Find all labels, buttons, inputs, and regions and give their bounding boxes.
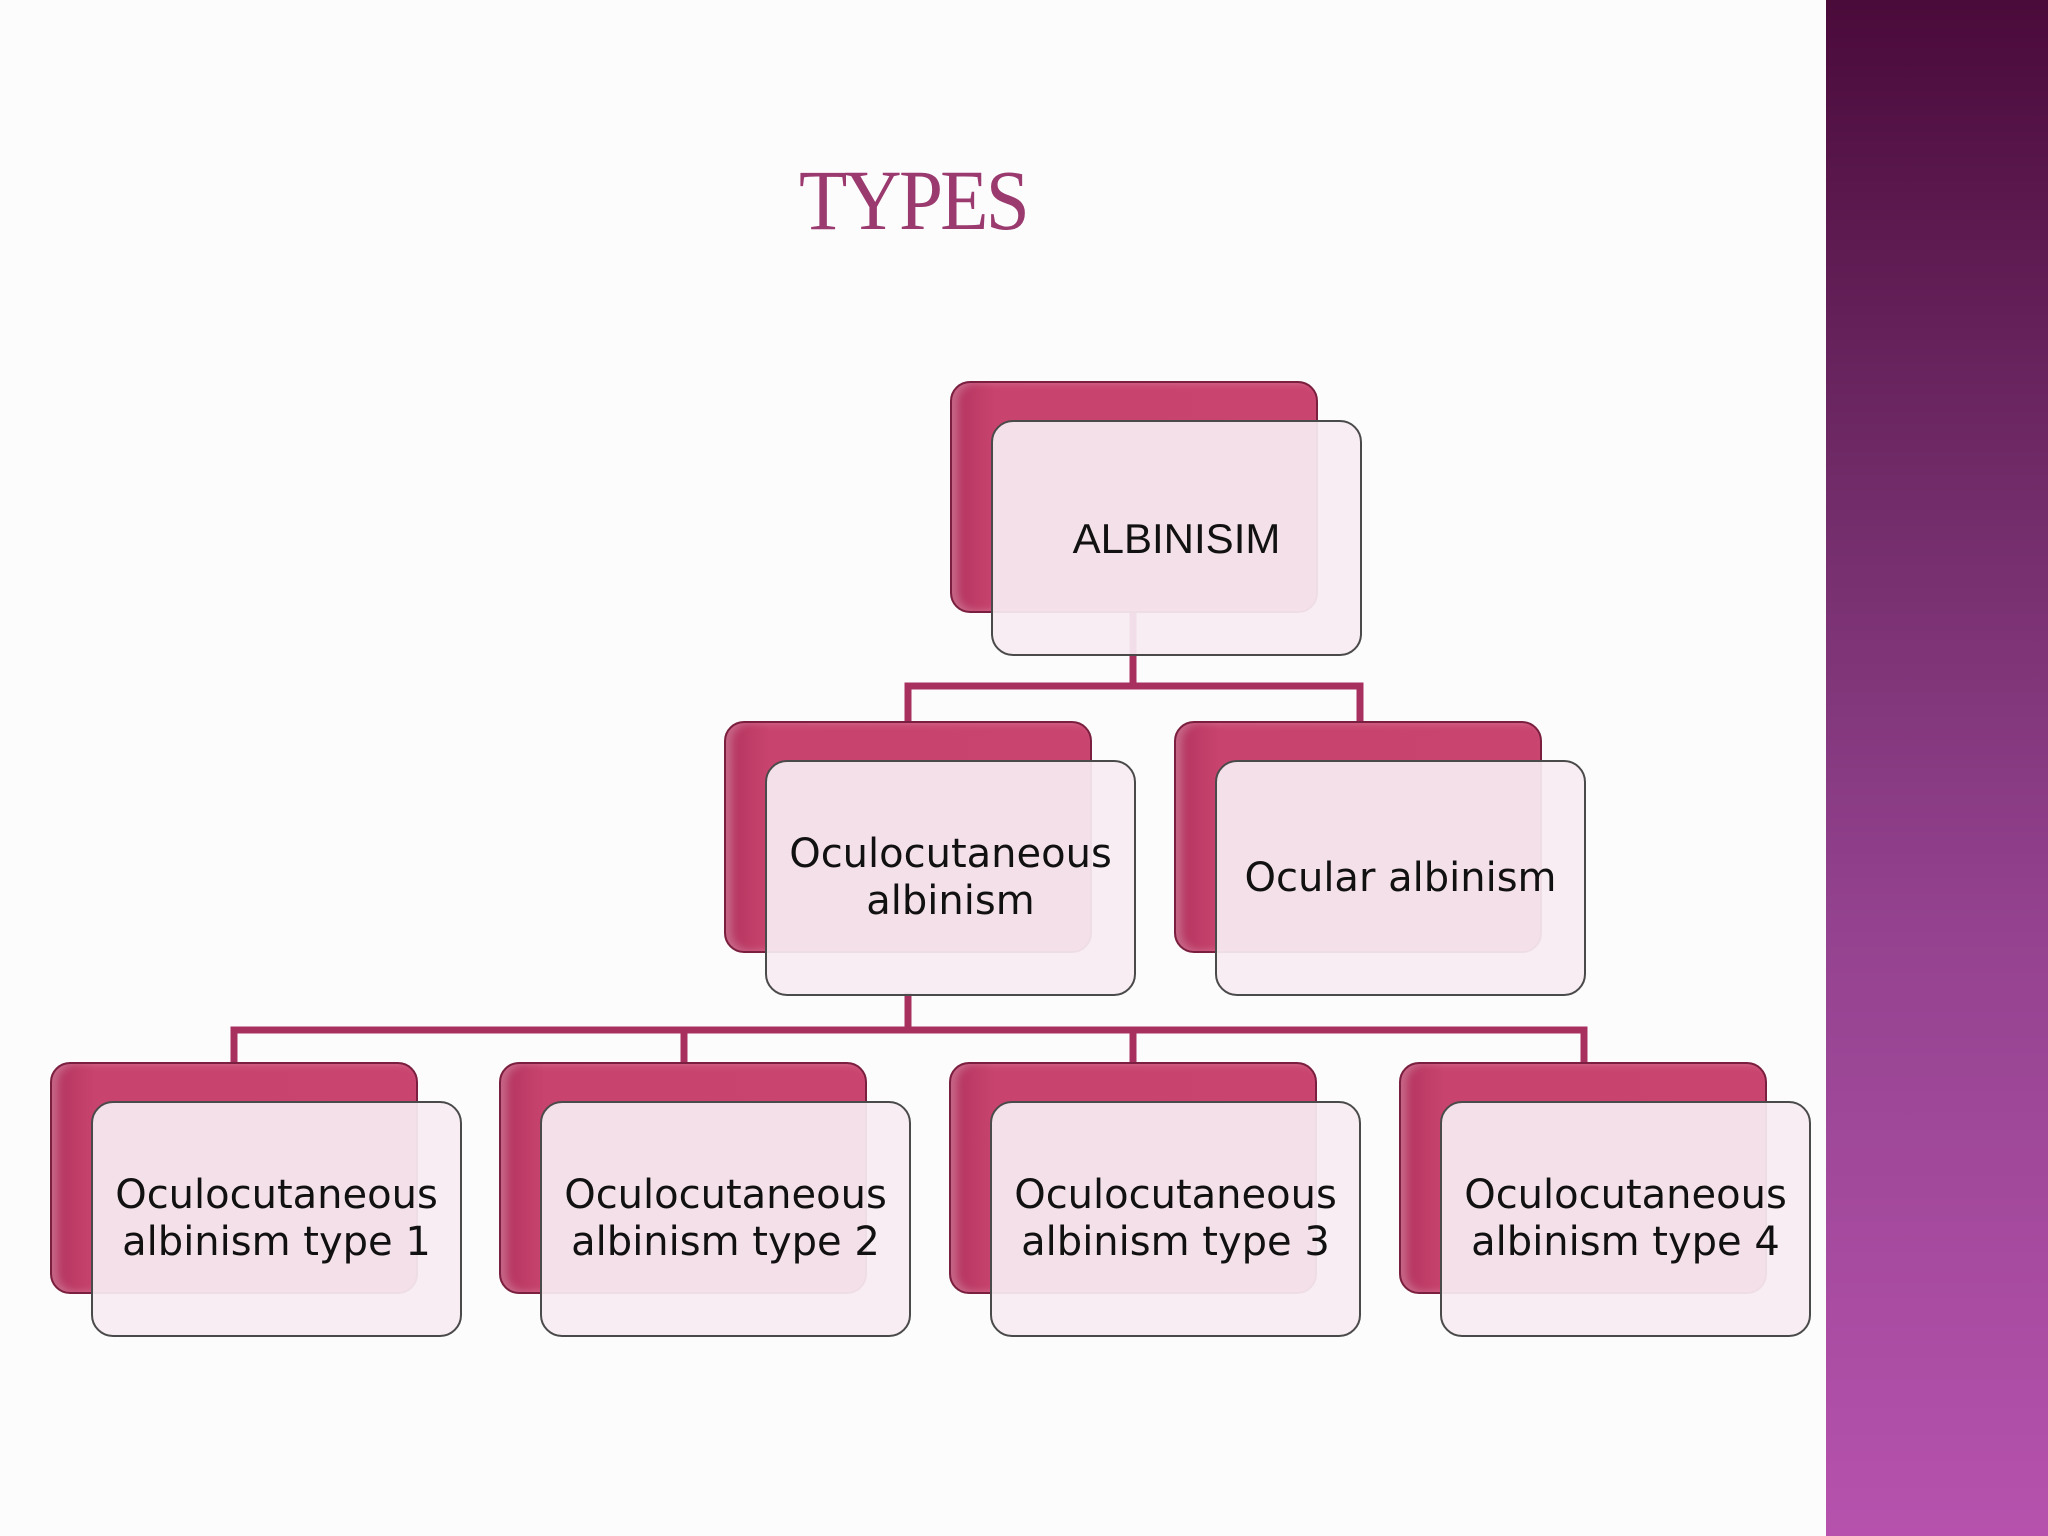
node-front-card: Ocular albinism bbox=[1215, 760, 1586, 996]
node-label: Oculocutaneous albinism type 2 bbox=[564, 1172, 887, 1265]
connector-level1-to-level2 bbox=[230, 992, 1588, 1070]
node-oca-type-1: Oculocutaneous albinism type 1 bbox=[50, 1062, 462, 1337]
node-label: Oculocutaneous albinism type 3 bbox=[1014, 1172, 1337, 1265]
node-oculocutaneous-albinism: Oculocutaneous albinism bbox=[724, 721, 1136, 996]
node-oca-type-2: Oculocutaneous albinism type 2 bbox=[499, 1062, 911, 1337]
node-front-card: Oculocutaneous albinism type 4 bbox=[1440, 1101, 1811, 1337]
node-front-card: ALBINISIM bbox=[991, 420, 1362, 656]
node-front-card: Oculocutaneous albinism type 3 bbox=[990, 1101, 1361, 1337]
node-oca-type-3: Oculocutaneous albinism type 3 bbox=[949, 1062, 1361, 1337]
decorative-side-band bbox=[1826, 0, 2048, 1536]
node-root: ALBINISIM bbox=[950, 381, 1362, 656]
node-label: ALBINISIM bbox=[1072, 514, 1281, 562]
node-front-card: Oculocutaneous albinism type 2 bbox=[540, 1101, 911, 1337]
node-ocular-albinism: Ocular albinism bbox=[1174, 721, 1586, 996]
node-label: Ocular albinism bbox=[1244, 854, 1557, 901]
slide-title: TYPES bbox=[798, 152, 1030, 248]
node-front-card: Oculocutaneous albinism bbox=[765, 760, 1136, 996]
node-label: Oculocutaneous albinism type 4 bbox=[1464, 1172, 1787, 1265]
node-label: Oculocutaneous albinism bbox=[789, 831, 1112, 924]
node-front-card: Oculocutaneous albinism type 1 bbox=[91, 1101, 462, 1337]
node-label: Oculocutaneous albinism type 1 bbox=[115, 1172, 438, 1265]
node-oca-type-4: Oculocutaneous albinism type 4 bbox=[1399, 1062, 1811, 1337]
